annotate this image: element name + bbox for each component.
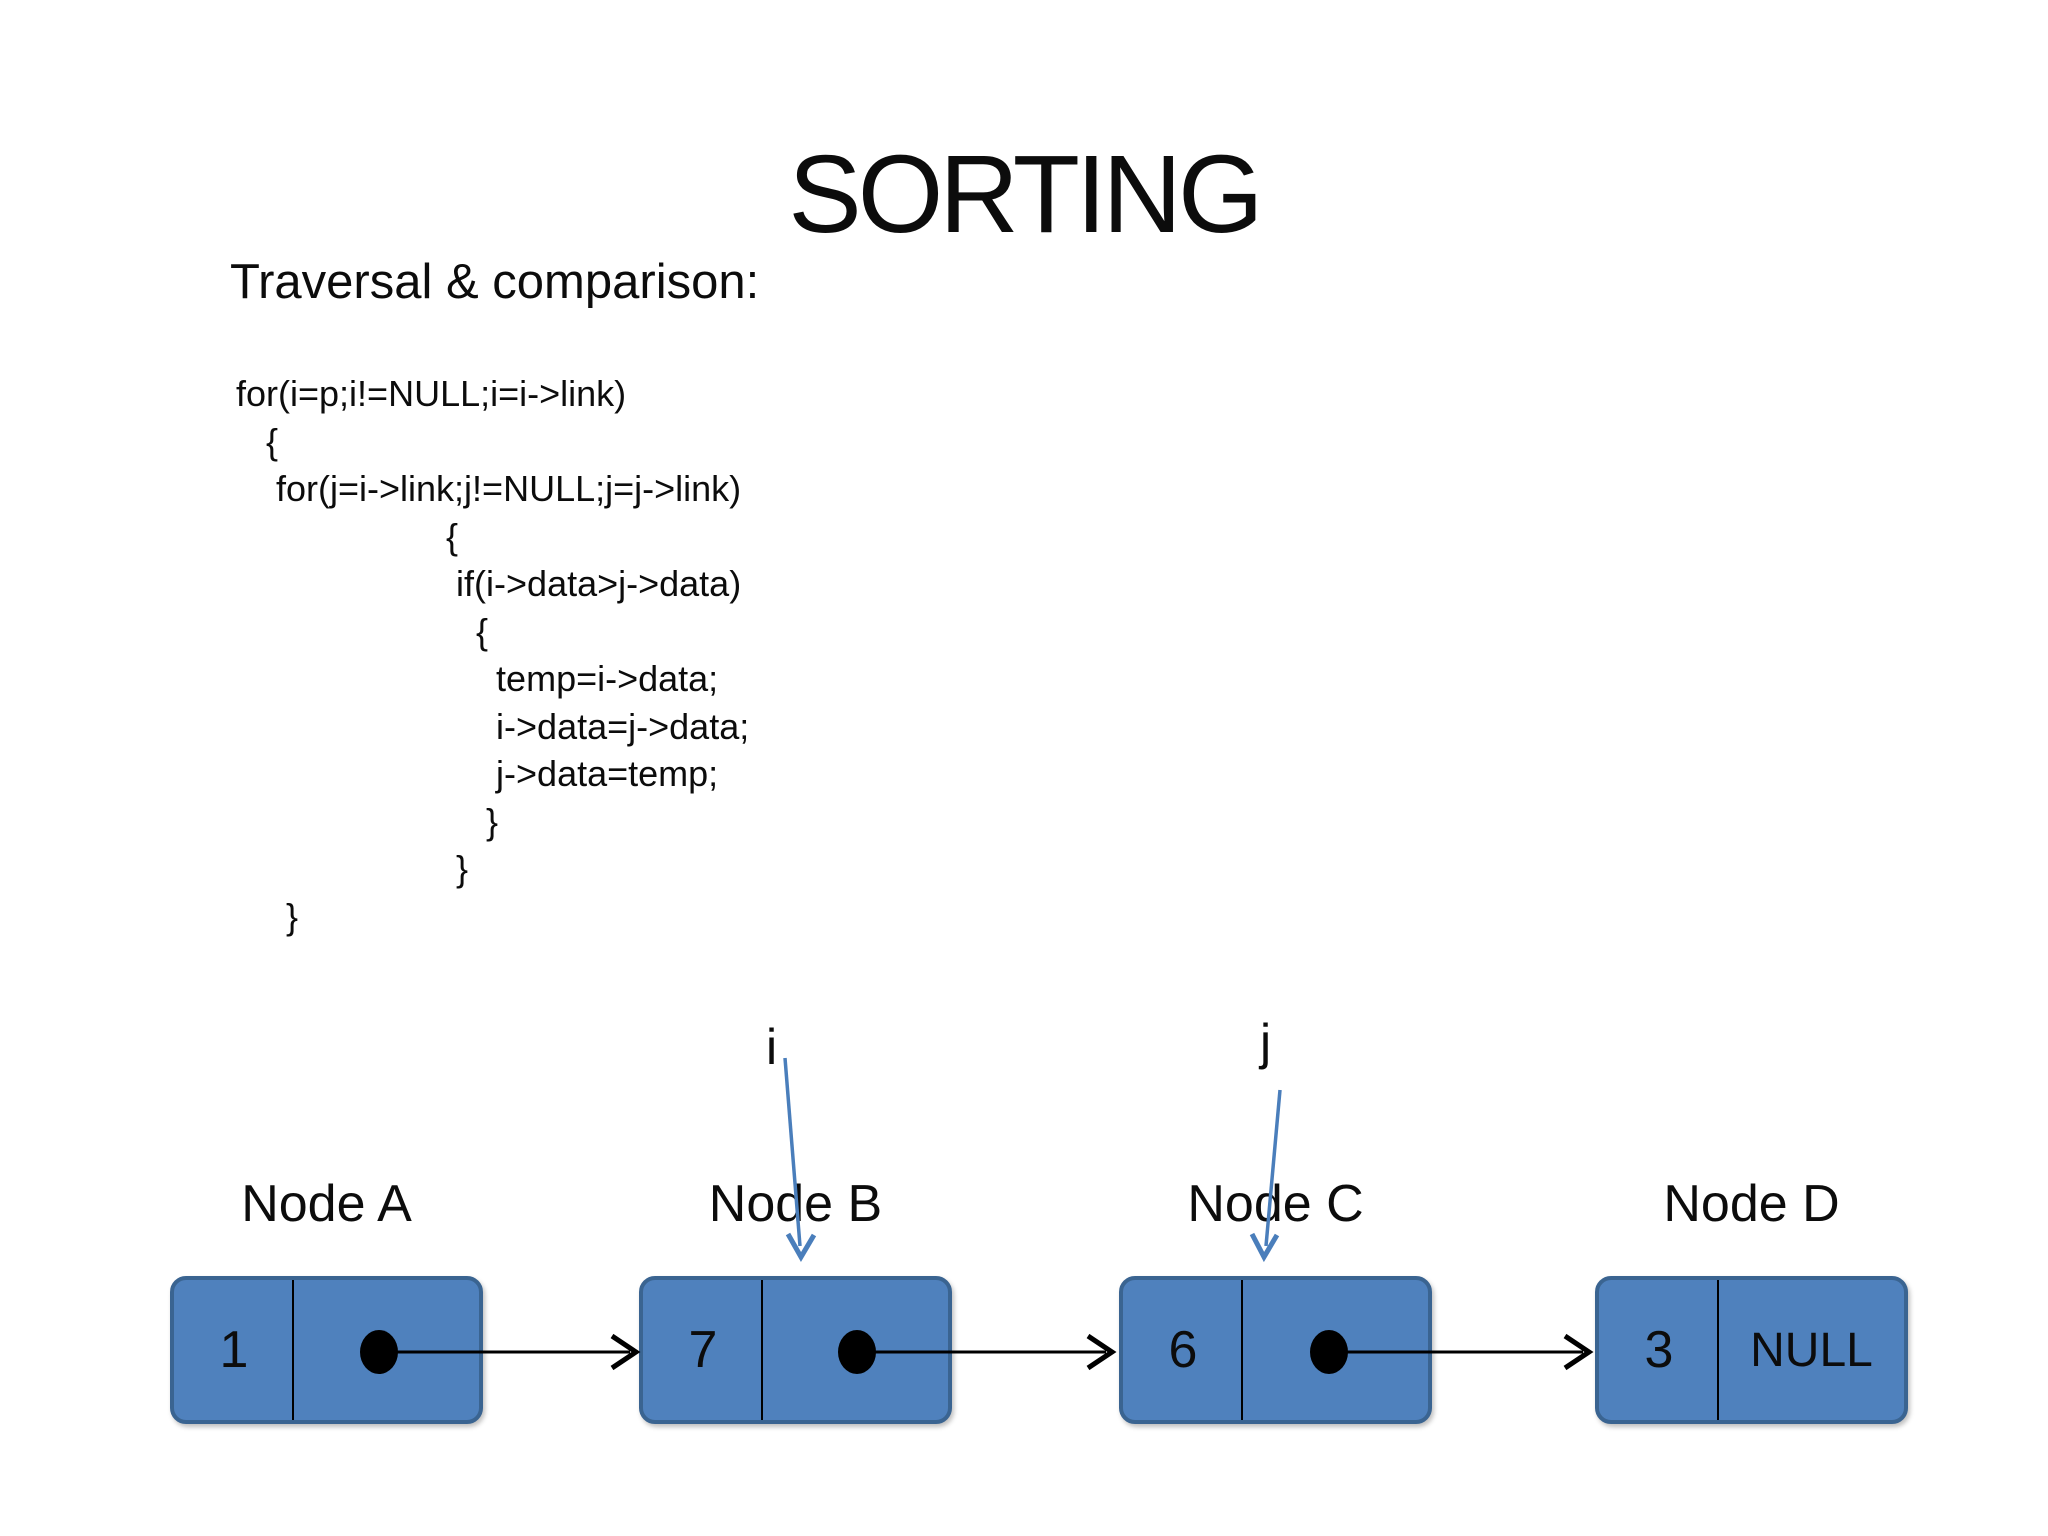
- node-d-null-cell: NULL: [1750, 1323, 1873, 1377]
- node-b-data-cell: 7: [688, 1321, 718, 1379]
- slide-title: SORTING: [788, 133, 1263, 256]
- node-box-a: 1: [170, 1276, 483, 1424]
- node-label-a: Node A: [241, 1175, 412, 1233]
- node-d-divider: [1717, 1280, 1719, 1420]
- code-line: }: [236, 848, 469, 889]
- next-arrowhead-a-b: [610, 1333, 641, 1371]
- subtitle: Traversal & comparison:: [230, 255, 760, 309]
- code-block: for(i=p;i!=NULL;i=i->link) { for(j=i->li…: [236, 370, 749, 940]
- code-line: if(i->data>j->data): [236, 563, 742, 604]
- pointer-j-label: j: [1260, 1014, 1272, 1070]
- node-c-divider: [1241, 1280, 1243, 1420]
- node-d-data-cell: 3: [1644, 1321, 1674, 1379]
- pointer-j-arrowhead: [1249, 1232, 1280, 1263]
- code-line: {: [236, 420, 279, 462]
- code-line: i->data=j->data;: [236, 705, 750, 747]
- node-label-d: Node D: [1663, 1175, 1840, 1233]
- code-line: temp=i->data;: [236, 658, 719, 699]
- node-a-divider: [292, 1280, 294, 1420]
- node-box-d: 3 NULL: [1595, 1276, 1908, 1424]
- node-box-c: 6: [1119, 1276, 1432, 1424]
- code-line: }: [236, 800, 499, 842]
- node-b-divider: [761, 1280, 763, 1420]
- node-label-b: Node B: [708, 1175, 883, 1233]
- pointer-i-label: i: [766, 1019, 778, 1075]
- node-c-data-cell: 6: [1168, 1321, 1198, 1379]
- node-label-c: Node C: [1187, 1175, 1364, 1233]
- code-line: for(i=p;i!=NULL;i=i->link): [236, 373, 627, 414]
- next-arrowhead-b-c: [1086, 1333, 1117, 1371]
- next-arrowhead-c-d: [1563, 1333, 1594, 1371]
- code-line: }: [236, 895, 299, 937]
- pointer-i-arrowhead: [785, 1232, 817, 1262]
- code-line: j->data=temp;: [236, 753, 719, 794]
- node-box-b: 7: [639, 1276, 952, 1424]
- code-line: for(j=i->link;j!=NULL;j=j->link): [236, 468, 742, 509]
- node-a-data-cell: 1: [219, 1321, 249, 1379]
- code-line: {: [236, 610, 489, 652]
- code-line: {: [236, 515, 459, 557]
